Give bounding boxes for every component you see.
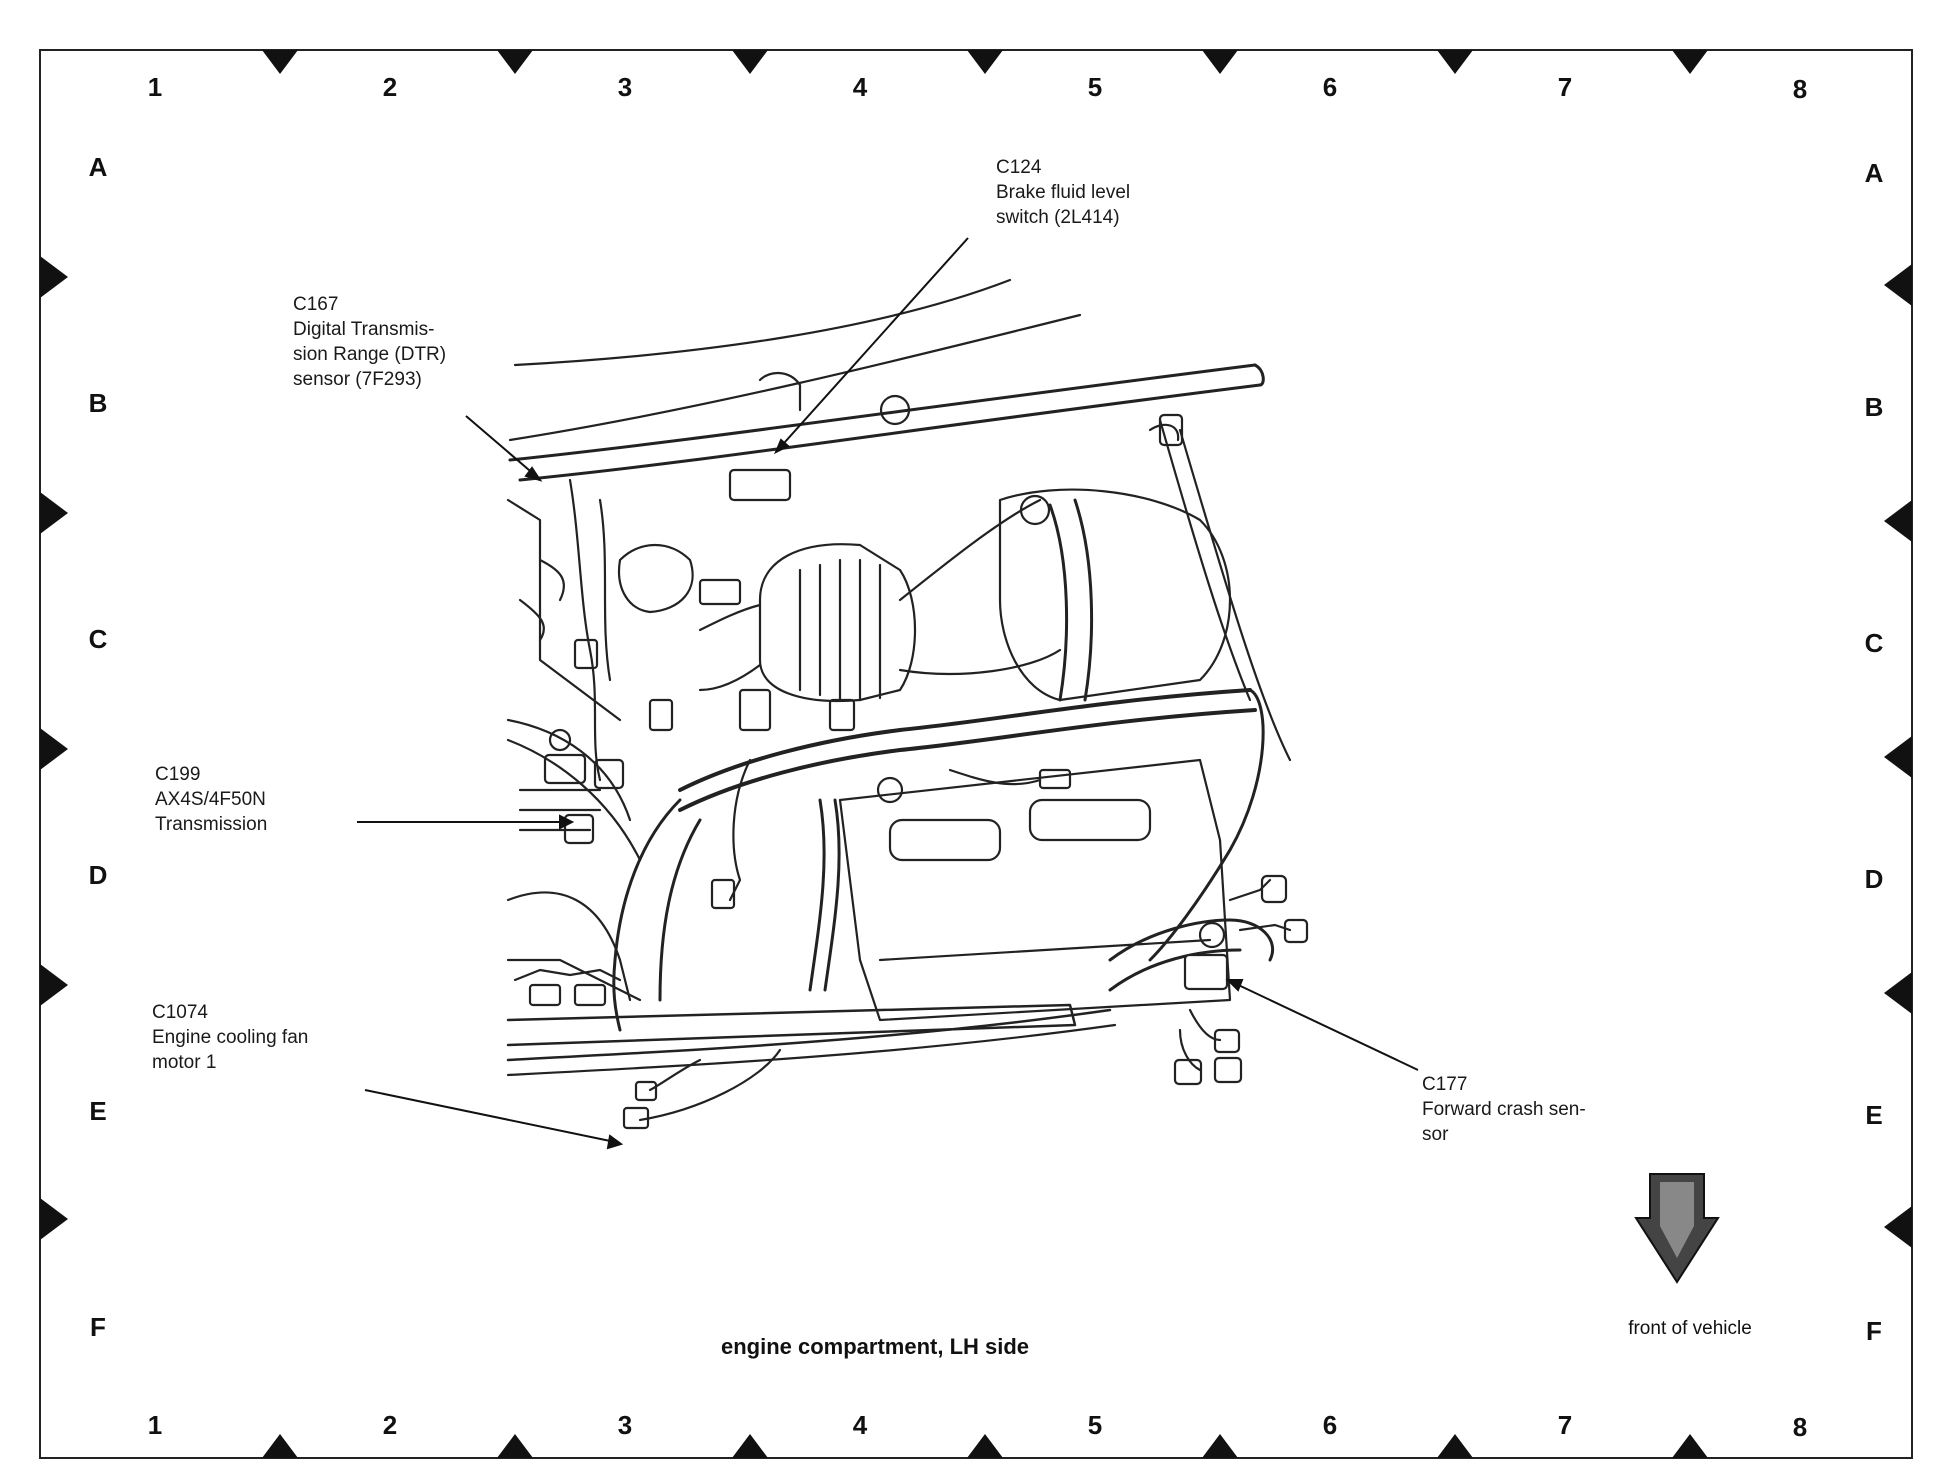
grid-col-bottom-6: 6 (1322, 1410, 1338, 1440)
grid-col-bottom-5: 5 (1087, 1410, 1103, 1440)
callout-c199-description: AX4S/4F50N Transmission (155, 789, 268, 835)
top-column-markers (262, 50, 1708, 74)
callout-c199-code: C199 (155, 764, 201, 785)
callout-c177-description: Forward crash sen- sor (1422, 1099, 1586, 1145)
callout-c124-description: Brake fluid level switch (2L414) (996, 182, 1131, 228)
grid-col-top-2: 2 (382, 72, 398, 102)
grid-col-bottom-4: 4 (852, 1410, 868, 1440)
grid-row-left-e: E (89, 1096, 107, 1126)
grid-row-right-e: E (1865, 1100, 1883, 1130)
front-of-vehicle-label: front of vehicle (1628, 1318, 1752, 1339)
grid-col-top-6: 6 (1322, 72, 1338, 102)
diagram-title: engine compartment, LH side (720, 1334, 1030, 1359)
engine-line-art (506, 278, 1309, 1130)
grid-row-left-d: D (88, 860, 108, 890)
callout-c167: C167 Digital Transmis- sion Range (DTR) … (293, 292, 446, 392)
bottom-column-markers (262, 1434, 1708, 1458)
diagram-frame (39, 49, 1913, 1459)
grid-col-top-4: 4 (852, 72, 868, 102)
callout-c1074-description: Engine cooling fan motor 1 (152, 1027, 309, 1073)
grid-col-top-5: 5 (1087, 72, 1103, 102)
callout-c167-code: C167 (293, 294, 339, 315)
right-row-markers (1884, 264, 1912, 1248)
grid-col-top-8: 8 (1792, 74, 1808, 104)
grid-col-top-7: 7 (1557, 72, 1573, 102)
grid-col-top-1: 1 (147, 72, 163, 102)
callout-c1074-code: C1074 (152, 1002, 208, 1023)
grid-col-bottom-1: 1 (147, 1410, 163, 1440)
callout-c124-code: C124 (996, 157, 1042, 178)
callout-c167-description: Digital Transmis- sion Range (DTR) senso… (293, 319, 447, 390)
grid-col-bottom-3: 3 (617, 1410, 633, 1440)
grid-row-right-c: C (1864, 628, 1884, 658)
grid-col-bottom-2: 2 (382, 1410, 398, 1440)
callout-c199: C199 AX4S/4F50N Transmission (155, 762, 267, 837)
grid-row-right-b: B (1864, 392, 1884, 422)
callout-c177-code: C177 (1422, 1074, 1468, 1095)
grid-row-right-f: F (1866, 1316, 1882, 1346)
grid-col-top-3: 3 (617, 72, 633, 102)
front-arrow-icon (1634, 1173, 1720, 1284)
grid-col-bottom-8: 8 (1792, 1412, 1808, 1442)
left-row-markers (40, 256, 68, 1240)
callout-c124: C124 Brake fluid level switch (2L414) (996, 155, 1130, 230)
grid-row-right-d: D (1864, 864, 1884, 894)
grid-row-right-a: A (1864, 158, 1884, 188)
grid-row-left-a: A (88, 152, 108, 182)
callout-c177: C177 Forward crash sen- sor (1422, 1072, 1586, 1147)
grid-col-bottom-7: 7 (1557, 1410, 1573, 1440)
leader-lines (357, 237, 1419, 1150)
grid-row-left-c: C (88, 624, 108, 654)
callout-c1074: C1074 Engine cooling fan motor 1 (152, 1000, 308, 1075)
grid-row-left-b: B (88, 388, 108, 418)
grid-row-left-f: F (90, 1312, 106, 1342)
